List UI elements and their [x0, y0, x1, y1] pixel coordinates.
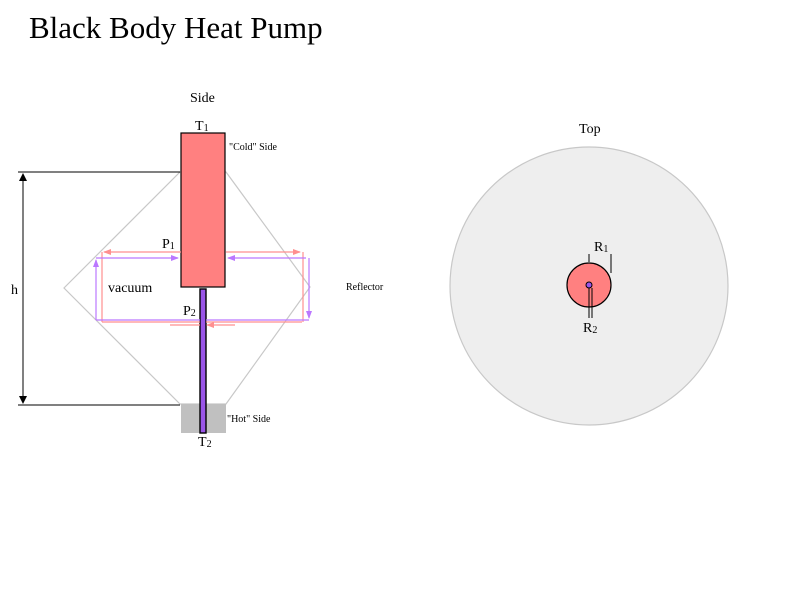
- reflector-label: Reflector: [346, 282, 384, 293]
- p1-label: P1: [162, 237, 175, 252]
- cold-side-block: [180, 132, 226, 288]
- purple-radiation-loop: [93, 255, 312, 321]
- r1-label: R1: [594, 240, 608, 255]
- connecting-rod: [199, 288, 207, 434]
- t1-label: T1: [195, 119, 209, 134]
- page-title: Black Body Heat Pump: [29, 10, 323, 45]
- vacuum-label: vacuum: [108, 281, 152, 296]
- cold-side-label: "Cold" Side: [229, 142, 277, 153]
- top-view-heading: Top: [579, 122, 601, 137]
- top-view-rod: [585, 281, 593, 289]
- height-label: h: [11, 283, 18, 298]
- hot-side-label: "Hot" Side: [227, 414, 271, 425]
- r2-label: R2: [583, 321, 597, 336]
- pink-radiation-loop: [101, 249, 304, 328]
- t2-label: T2: [198, 435, 212, 450]
- p2-label: P2: [183, 304, 196, 319]
- side-view-heading: Side: [190, 91, 215, 106]
